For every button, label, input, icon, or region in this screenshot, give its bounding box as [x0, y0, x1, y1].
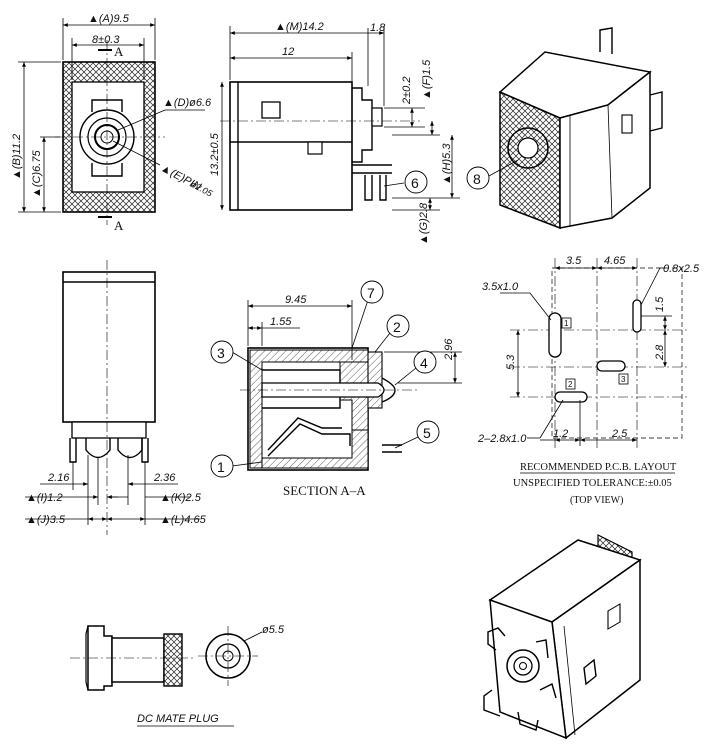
callout-3: [210, 340, 234, 364]
pcb-53: 5.3: [505, 354, 517, 370]
callout-1: [210, 454, 234, 478]
section-mark-bottom: A: [114, 218, 124, 233]
svg-text:7: 7: [367, 285, 375, 301]
dim-236: 2.36: [153, 472, 176, 484]
pcb-title: RECOMMENDED P.C.B. LAYOUT: [520, 462, 677, 473]
dim-945: 9.45: [285, 294, 307, 306]
plug-title: DC MATE PLUG: [137, 713, 219, 725]
plug-diameter: ø5.5: [262, 624, 285, 636]
svg-text:8: 8: [473, 171, 481, 187]
callout-8: [466, 166, 490, 190]
callout-7: [360, 280, 384, 304]
pin-3: 3: [621, 375, 626, 384]
section-title: SECTION A–A: [283, 483, 366, 498]
side-view: ▲(M)14.2 1.8 12 13.2±0.5 2±0.2 ▲(F)1.5 ▲…: [209, 21, 460, 245]
dim-d: ▲(D)ø6.6: [163, 97, 212, 109]
dim-132: 13.2±0.5: [209, 132, 221, 176]
front-view: A A ▲(A)9.5 8±0.3 ▲(B)11.2 ▲(C)6.75 ▲(D)…: [11, 13, 215, 233]
dim-b: ▲(B)11.2: [11, 134, 23, 180]
svg-text:4: 4: [420, 355, 428, 371]
pcb-28: 2.8: [654, 344, 666, 361]
pcb-12: 1.2: [553, 428, 568, 440]
svg-text:1: 1: [217, 459, 225, 475]
svg-text:5: 5: [423, 425, 431, 441]
dim-296: 2.96: [443, 338, 455, 361]
svg-text:3: 3: [217, 345, 225, 361]
pcb-layout: 1 2 3 3.5 4.65 0.8x2.5 3.5x1.0 1.5 5.3 2…: [477, 255, 700, 506]
dim-155: 1.55: [270, 316, 292, 328]
pcb-tolerance: UNSPECIFIED TOLERANCE:±0.05: [513, 478, 672, 489]
dim-a: ▲(A)9.5: [88, 13, 130, 25]
pcb-25: 2.5: [611, 428, 628, 440]
pcb-35x1: 3.5x1.0: [482, 281, 519, 293]
dim-c: ▲(C)6.75: [31, 150, 43, 198]
pcb-35: 3.5: [566, 255, 582, 267]
svg-text:2: 2: [393, 319, 401, 335]
dim-g: ▲(G)2.8: [418, 202, 430, 245]
dim-f: ▲(F)1.5: [421, 59, 433, 100]
dim-l: ▲(L)4.65: [160, 514, 207, 526]
callout-6: [404, 170, 428, 194]
dim-h: ▲(H)5.3: [441, 143, 453, 185]
callout-4: [413, 350, 437, 374]
iso-view-top: 8: [466, 27, 663, 230]
dim-12: 12: [282, 46, 294, 58]
dim-i: ▲(I)1.2: [26, 492, 63, 504]
dim-j: ▲(J)3.5: [26, 514, 66, 526]
pcb-top-view: (TOP VIEW): [570, 495, 623, 506]
pcb-15: 1.5: [654, 296, 666, 312]
dc-mate-plug: ø5.5 DC MATE PLUG: [70, 624, 285, 727]
pcb-08: 0.8x2.5: [663, 263, 700, 275]
pcb-228: 2–2.8x1.0: [477, 433, 527, 445]
dim-2: 2±0.2: [401, 77, 413, 105]
section-mark-top: A: [114, 44, 124, 59]
callout-5: [416, 420, 440, 444]
dim-18: 1.8: [370, 22, 386, 34]
pin-1: 1: [564, 319, 569, 328]
dim-8: 8±0.3: [92, 34, 120, 46]
iso-view-bottom: [483, 534, 642, 740]
callout-2: [386, 314, 410, 338]
pcb-465: 4.65: [604, 255, 626, 267]
dim-k: ▲(K)2.5: [160, 492, 202, 504]
dim-216: 2.16: [47, 472, 70, 484]
dim-m: ▲(M)14.2: [275, 21, 324, 33]
svg-text:6: 6: [411, 175, 419, 191]
section-view: 9.45 1.55 2.96 7 2 3 4 5 1 SECTION A–A: [210, 280, 462, 498]
pin-2: 2: [568, 380, 573, 389]
bottom-view: 2.16 2.36 ▲(I)1.2 ▲(K)2.5 ▲(J)3.5 ▲(L)4.…: [25, 260, 207, 535]
